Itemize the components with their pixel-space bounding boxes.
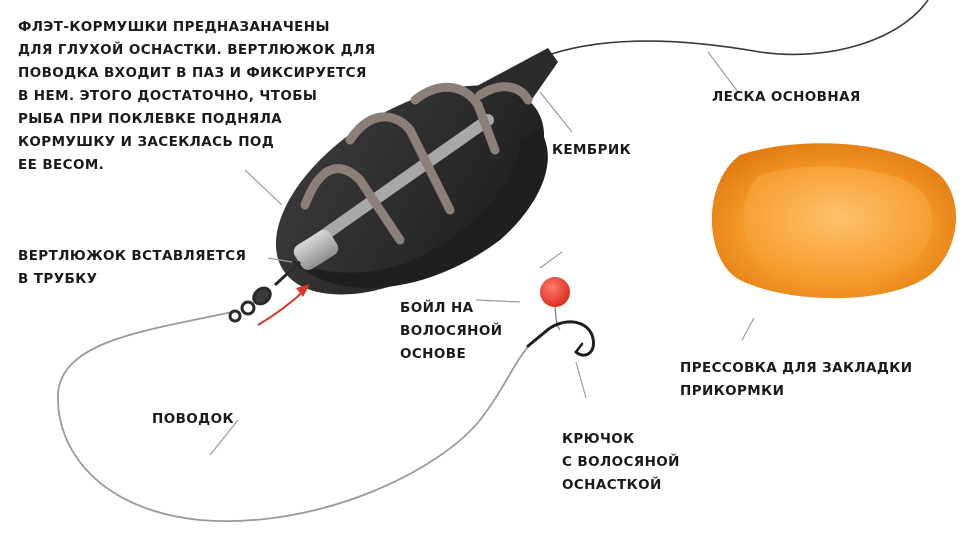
feeder-description: ФЛЭТ-КОРМУШКИ ПРЕДНАЗАНАЧЕНЫ ДЛЯ ГЛУХОЙ … [18, 16, 376, 177]
leader-line [57, 311, 531, 522]
swivel-label-line-1: ВЕРТЛЮЖОК ВСТАВЛЯЕТСЯ [18, 248, 247, 264]
pointer-lines [209, 51, 755, 456]
swivel-label-line-2: В ТРУБКУ [18, 271, 98, 287]
main-line-label: ЛЕСКА ОСНОВНАЯ [712, 86, 861, 109]
leader-label-text: ПОВОДОК [152, 411, 234, 427]
swivel-insert-tube [293, 230, 339, 270]
description-line-4: В НЕМ. ЭТОГО ДОСТАТОЧНО, ЧТОБЫ [18, 88, 318, 104]
swivel [228, 260, 302, 323]
feeder-mould [711, 143, 957, 299]
description-line-3: ПОВОДКА ВХОДИТ В ПАЗ И ФИКСИРУЕТСЯ [18, 65, 367, 81]
leader-label: ПОВОДОК [152, 408, 234, 431]
description-line-2: ДЛЯ ГЛУХОЙ ОСНАСТКИ. ВЕРТЛЮЖОК ДЛЯ [18, 42, 376, 58]
description-line-5: РЫБА ПРИ ПОКЛЕВКЕ ПОДНЯЛА [18, 111, 283, 127]
hook-label-line-3: ОСНАСТКОЙ [562, 477, 662, 493]
mould-label-line-2: ПРИКОРМКИ [680, 383, 785, 399]
flat-feeder [275, 48, 558, 295]
description-line-1: ФЛЭТ-КОРМУШКИ ПРЕДНАЗАНАЧЕНЫ [18, 19, 330, 35]
description-line-6: КОРМУШКУ И ЗАСЕКЛАСЬ ПОД [18, 134, 275, 150]
insert-tube [304, 114, 494, 251]
feeder-base [292, 130, 548, 288]
hook-barb [574, 342, 584, 354]
main-line-label-text: ЛЕСКА ОСНОВНАЯ [712, 89, 861, 105]
hook-label-line-1: КРЮЧОК [562, 431, 635, 447]
swivel-label: ВЕРТЛЮЖОК ВСТАВЛЯЕТСЯ В ТРУБКУ [18, 245, 246, 291]
boilie [540, 277, 570, 307]
insert-arrow [257, 284, 310, 326]
tubing-label: КЕМБРИК [552, 139, 631, 162]
main-line [539, 0, 929, 59]
boilie-label-line-2: ВОЛОСЯНОЙ [400, 323, 503, 339]
hook-label-line-2: С ВОЛОСЯНОЙ [562, 454, 680, 470]
description-line-7: ЕЕ ВЕСОМ. [18, 157, 105, 173]
tubing-label-text: КЕМБРИК [552, 142, 632, 158]
feeder-frame [300, 82, 533, 245]
boilie-label: БОЙЛ НА ВОЛОСЯНОЙ ОСНОВЕ [400, 297, 502, 366]
boilie-label-line-3: ОСНОВЕ [400, 346, 467, 362]
mould-label: ПРЕССОВКА ДЛЯ ЗАКЛАДКИ ПРИКОРМКИ [680, 357, 912, 403]
feeder-body [275, 85, 545, 295]
boilie-label-line-1: БОЙЛ НА [400, 300, 474, 316]
hook [526, 320, 595, 357]
mould-label-line-1: ПРЕССОВКА ДЛЯ ЗАКЛАДКИ [680, 360, 913, 376]
hair-rig [554, 306, 561, 331]
hook-label: КРЮЧОК С ВОЛОСЯНОЙ ОСНАСТКОЙ [562, 428, 680, 497]
